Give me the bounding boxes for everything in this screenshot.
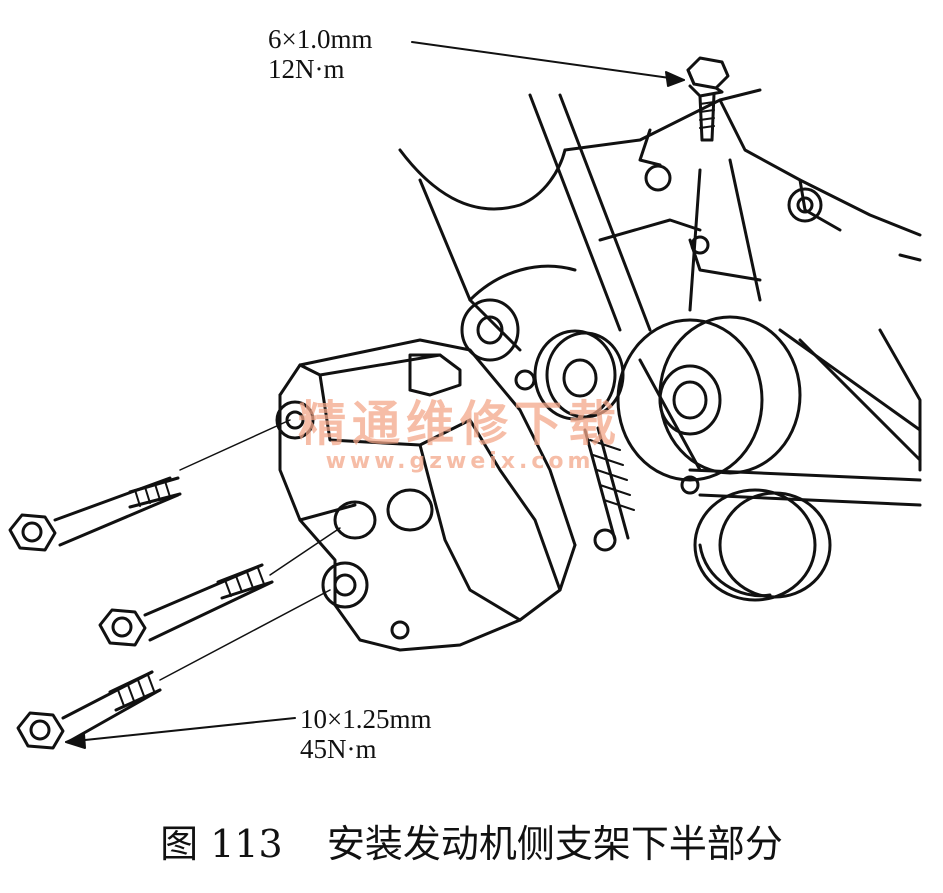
figure-number: 图 113 <box>160 822 283 866</box>
figure-caption: 图 113 安装发动机侧支架下半部分 <box>0 822 943 866</box>
thread-spec-top: 6×1.0mm <box>268 24 373 54</box>
bolt-lower <box>16 670 162 750</box>
leader-arrow-top <box>411 41 685 87</box>
torque-spec-top: 12N·m <box>268 54 345 84</box>
drive-belt <box>528 93 922 507</box>
spec-label-bottom: 10×1.25mm 45N·m <box>300 704 431 764</box>
leader-arrow-bottom <box>65 717 296 749</box>
figure-title: 安装发动机侧支架下半部分 <box>326 822 783 866</box>
mount-boss <box>460 298 536 391</box>
crank-pulley <box>616 315 802 495</box>
bolt-middle <box>98 563 274 647</box>
watermark-url: www.gzweix.com <box>325 449 595 474</box>
spec-label-top: 6×1.0mm 12N·m <box>268 24 372 84</box>
engine-block <box>398 88 922 472</box>
watermark-text: 精通维修下载 <box>298 396 623 452</box>
side-bracket-lower <box>275 338 577 652</box>
tensioner-pulley <box>533 329 635 552</box>
idler-pulley <box>693 488 832 602</box>
thread-spec-bottom: 10×1.25mm <box>300 704 432 734</box>
top-bolt <box>686 56 730 142</box>
bolt-upper <box>8 476 182 552</box>
alignment-lines <box>159 419 341 681</box>
torque-spec-bottom: 45N·m <box>300 734 377 764</box>
watermark: 精通维修下载 www.gzweix.com <box>298 398 622 474</box>
